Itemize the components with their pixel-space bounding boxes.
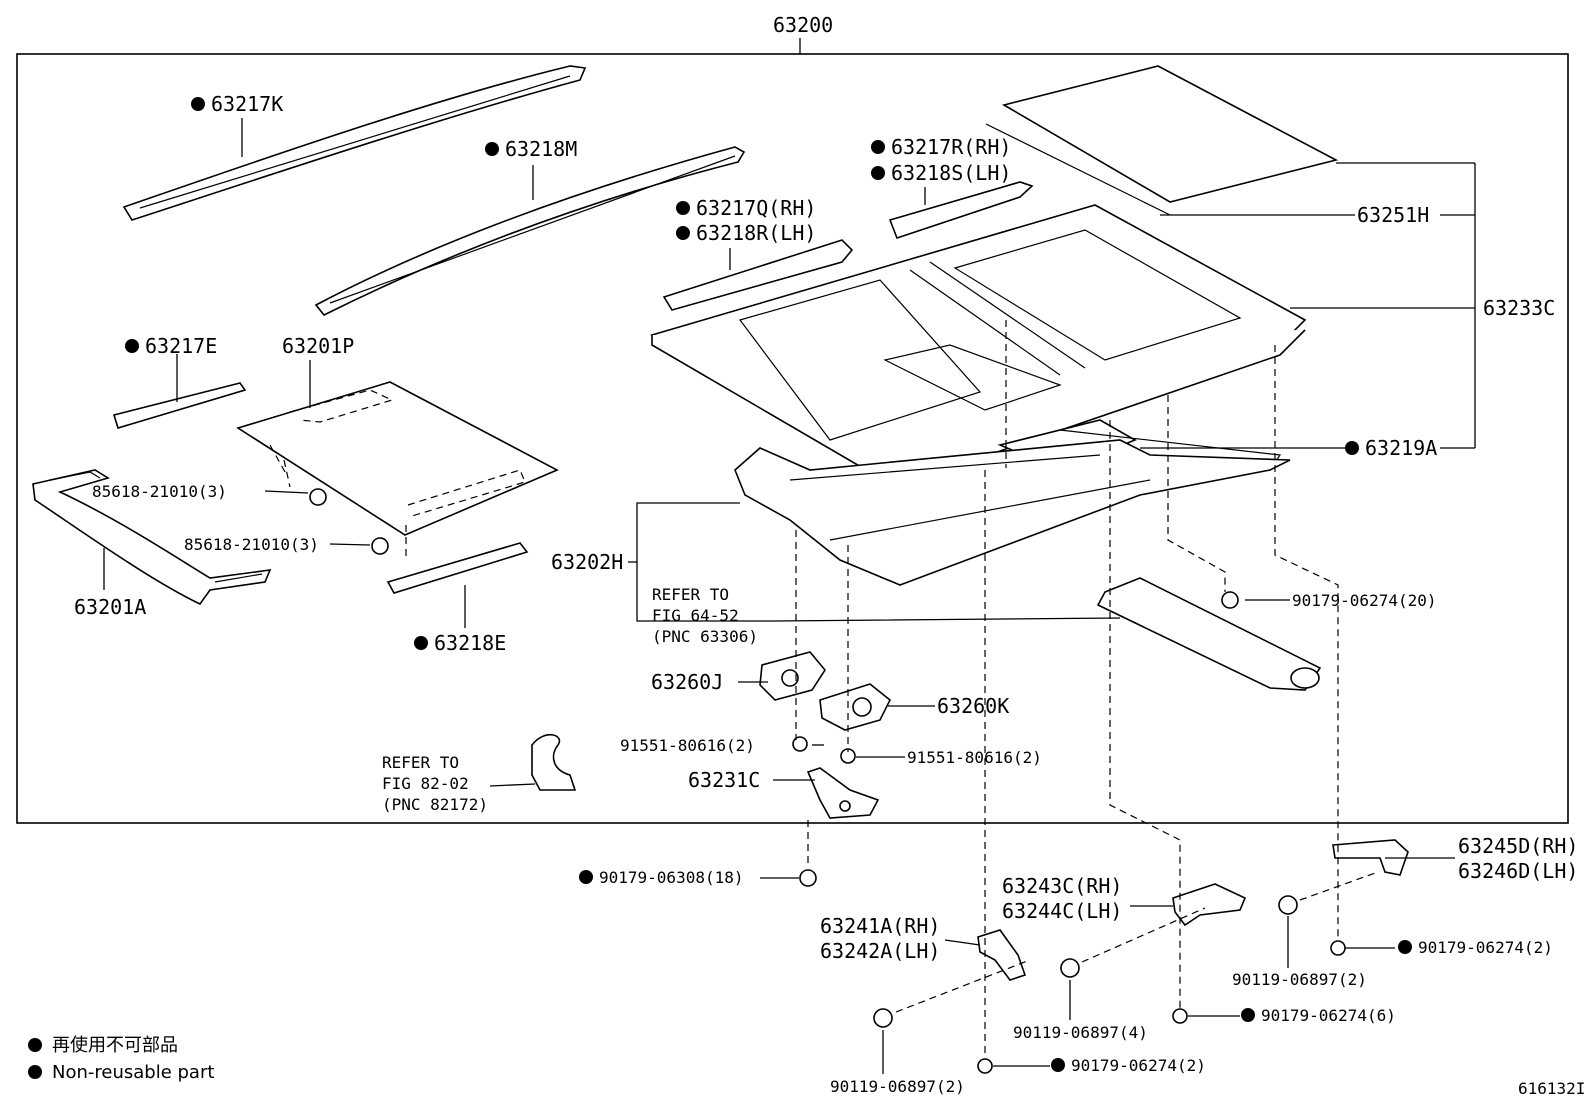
- legend-text-en: Non-reusable part: [52, 1062, 214, 1083]
- label-63245D: 63245D(RH): [1458, 834, 1578, 858]
- screw-91551-a: [792, 736, 808, 752]
- label-90119-06897-2a: 90119-06897(2): [1232, 970, 1367, 989]
- bolt-90119-b: [1060, 958, 1080, 978]
- label-63201A: 63201A: [74, 595, 146, 619]
- clip-90179-06274-2a: [1330, 940, 1346, 956]
- bolt-85618-b: [371, 537, 389, 555]
- fastener-glyphs: [309, 488, 1346, 1074]
- non-reusable-mark: [676, 201, 690, 215]
- ref-64-52-line1: REFER TO: [652, 585, 729, 604]
- label-90179-06274-6: 90179-06274(6): [1261, 1006, 1396, 1025]
- motor-63260J: [759, 651, 826, 701]
- legend-dot-en: [28, 1065, 42, 1079]
- label-63217Q: 63217Q(RH): [696, 196, 816, 220]
- bolt-85618-a: [309, 488, 327, 506]
- roof-panel-63201P: [236, 381, 559, 536]
- assembly-frame: [16, 53, 1569, 824]
- figure-id: 616132I: [1518, 1079, 1585, 1098]
- drive-frame-63202H: [734, 439, 1291, 586]
- label-63218S: 63218S(LH): [891, 161, 1011, 185]
- label-90179-06274-20: 90179-06274(20): [1292, 591, 1437, 610]
- ref-64-52-line2: FIG 64-52: [652, 606, 739, 625]
- label-90119-06897-2b: 90119-06897(2): [830, 1077, 965, 1096]
- label-63244C: 63244C(LH): [1002, 899, 1122, 923]
- label-63233C: 63233C: [1483, 296, 1555, 320]
- sunroof-housing-63233C: [650, 204, 1307, 479]
- legend-dot-jp: [28, 1038, 42, 1052]
- label-63217E: 63217E: [145, 334, 217, 358]
- label-63217K: 63217K: [211, 92, 283, 116]
- label-63218M: 63218M: [505, 137, 577, 161]
- non-reusable-mark: [1398, 940, 1412, 954]
- label-63217R: 63217R(RH): [891, 135, 1011, 159]
- molding-63217R-63218S: [888, 181, 1034, 239]
- ref-82-02-line2: FIG 82-02: [382, 774, 469, 793]
- ref-82-02-line1: REFER TO: [382, 753, 459, 772]
- label-63218E: 63218E: [434, 631, 506, 655]
- clip-90179-06308: [799, 869, 817, 887]
- non-reusable-mark: [871, 140, 885, 154]
- clip-90179-06274-20: [1221, 591, 1239, 609]
- label-63218R: 63218R(LH): [696, 221, 816, 245]
- clip-90179-06274-2b: [977, 1058, 993, 1074]
- non-reusable-mark: [579, 870, 593, 884]
- label-90119-06897-4: 90119-06897(4): [1013, 1023, 1148, 1042]
- non-reusable-mark: [676, 226, 690, 240]
- bolt-90119-c: [873, 1008, 893, 1028]
- legend-text-jp: 再使用不可部品: [52, 1035, 178, 1056]
- label-90179-06274-2b: 90179-06274(2): [1071, 1056, 1206, 1075]
- label-91551-b: 91551-80616(2): [907, 748, 1042, 767]
- non-reusable-mark: [485, 142, 499, 156]
- molding-63217Q-63218R: [662, 239, 854, 311]
- non-reusable-mark: [1345, 441, 1359, 455]
- label-85618-a: 85618-21010(3): [92, 482, 227, 501]
- label-63202H: 63202H: [551, 550, 623, 574]
- non-reusable-mark: [1051, 1058, 1065, 1072]
- bracket-63231C: [806, 767, 880, 819]
- non-reusable-mark: [191, 97, 205, 111]
- legend: 再使用不可部品 Non-reusable part: [28, 1035, 214, 1083]
- label-63242A: 63242A(LH): [820, 939, 940, 963]
- molding-63217E: [112, 382, 247, 429]
- bracket-63241A: [977, 929, 1027, 981]
- non-reusable-mark: [1241, 1008, 1255, 1022]
- label-63246D: 63246D(LH): [1458, 859, 1578, 883]
- label-90179-06274-2a: 90179-06274(2): [1418, 938, 1553, 957]
- label-63243C: 63243C(RH): [1002, 874, 1122, 898]
- label-91551-a: 91551-80616(2): [620, 736, 755, 755]
- non-reusable-mark: [125, 339, 139, 353]
- deflector-assy-ref-64-52: [1096, 577, 1322, 691]
- leader-lines: [103, 118, 1476, 1074]
- side-rail-63201A: [32, 469, 272, 606]
- assembly-dashes: [283, 320, 1379, 1058]
- label-63231C: 63231C: [688, 768, 760, 792]
- label-63241A: 63241A(RH): [820, 914, 940, 938]
- motor-63260K: [819, 683, 892, 731]
- molding-63218E: [386, 542, 529, 594]
- label-90179-06308: 90179-06308(18): [599, 868, 744, 887]
- label-63219A: 63219A: [1365, 436, 1437, 460]
- clip-90179-06274-6: [1172, 1008, 1188, 1024]
- label-63260K: 63260K: [937, 694, 1009, 718]
- glass-panel-63251H: [985, 65, 1339, 216]
- bracket-63243C: [1172, 883, 1247, 927]
- bolt-90119-a: [1278, 895, 1298, 915]
- molding-63217K: [122, 65, 587, 221]
- label-63201P: 63201P: [282, 334, 354, 358]
- label-63251H: 63251H: [1357, 203, 1429, 227]
- label-85618-b: 85618-21010(3): [184, 535, 319, 554]
- non-reusable-mark: [871, 166, 885, 180]
- assembly-number: 63200: [773, 13, 833, 37]
- bracket-63245D: [1332, 839, 1409, 876]
- non-reusable-mark: [414, 636, 428, 650]
- molding-63218M: [314, 146, 746, 317]
- guide-ref-82-02: [531, 734, 577, 791]
- label-63260J: 63260J: [651, 670, 723, 694]
- ref-64-52-line3: (PNC 63306): [652, 627, 758, 646]
- ref-82-02-line3: (PNC 82172): [382, 795, 488, 814]
